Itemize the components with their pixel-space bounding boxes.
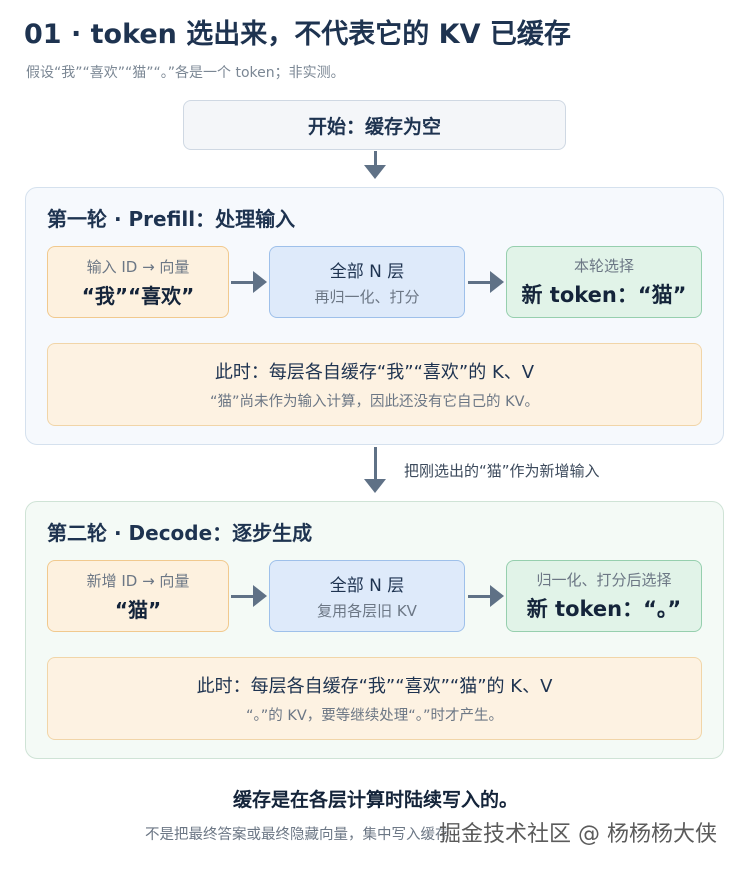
- watermark: 掘金技术社区 @ 杨杨杨大侠: [439, 822, 717, 847]
- round-one-panel: 第一轮 · Prefill：处理输入 输入 ID → 向量 “我”“喜欢” 全部…: [25, 187, 724, 445]
- round-one-input-caption: 输入 ID → 向量: [86, 257, 190, 276]
- round-one-input-tokens: “我”“喜欢”: [81, 283, 195, 308]
- round-two-layers-node: 全部 N 层 复用各层旧 KV: [269, 560, 465, 632]
- round-two-select-node: 归一化、打分后选择 新 token：“。”: [506, 560, 702, 632]
- round-one-layers-title: 全部 N 层: [329, 262, 405, 282]
- round-two-note-line2: “。”的 KV，要等继续处理“。”时才产生。: [245, 708, 504, 724]
- round-one-note-line1: 此时：每层各自缓存“我”“喜欢”的 K、V: [214, 362, 535, 383]
- round-two-cache-note: 此时：每层各自缓存“我”“喜欢”“猫”的 K、V “。”的 KV，要等继续处理“…: [47, 657, 702, 740]
- footer-note: 不是把最终答案或最终隐藏向量，集中写入缓存: [145, 827, 450, 843]
- round-two-title: 第二轮 · Decode：逐步生成: [47, 521, 313, 545]
- round-two-layers-sub: 复用各层旧 KV: [317, 602, 417, 620]
- round-one-select-token: 新 token：“猫”: [521, 283, 687, 307]
- round-two-panel: 第二轮 · Decode：逐步生成 新增 ID → 向量 “猫” 全部 N 层 …: [25, 501, 724, 759]
- round-two-select-caption: 归一化、打分后选择: [536, 571, 672, 589]
- round-one-note-line2: “猫”尚未作为输入计算，因此还没有它自己的 KV。: [209, 394, 540, 410]
- start-node: 开始：缓存为空: [183, 100, 566, 150]
- round-two-input-caption: 新增 ID → 向量: [86, 571, 190, 590]
- round-one-select-caption: 本轮选择: [573, 257, 634, 275]
- round-one-cache-note: 此时：每层各自缓存“我”“喜欢”的 K、V “猫”尚未作为输入计算，因此还没有它…: [47, 343, 702, 426]
- arrow-down-icon: [364, 447, 386, 493]
- footer-conclusion: 缓存是在各层计算时陆续写入的。: [232, 789, 518, 811]
- round-one-select-node: 本轮选择 新 token：“猫”: [506, 246, 702, 318]
- round-two-input-token: “猫”: [114, 597, 162, 622]
- round-two-note-line1: 此时：每层各自缓存“我”“喜欢”“猫”的 K、V: [196, 676, 553, 697]
- arrow-right-icon: [468, 271, 504, 293]
- round-one-input-node: 输入 ID → 向量 “我”“喜欢”: [47, 246, 229, 318]
- arrow-down-icon: [364, 151, 386, 179]
- page-title: 01 · token 选出来，不代表它的 KV 已缓存: [24, 19, 571, 50]
- round-one-title: 第一轮 · Prefill：处理输入: [47, 207, 296, 231]
- round-two-select-token: 新 token：“。”: [526, 597, 682, 621]
- round-one-layers-sub: 再归一化、打分: [314, 288, 420, 306]
- transition-label: 把刚选出的“猫”作为新增输入: [404, 462, 600, 480]
- round-two-layers-title: 全部 N 层: [329, 576, 405, 596]
- arrow-right-icon: [231, 271, 267, 293]
- start-node-label: 开始：缓存为空: [307, 115, 441, 138]
- arrow-right-icon: [231, 585, 267, 607]
- round-two-input-node: 新增 ID → 向量 “猫”: [47, 560, 229, 632]
- page-subtitle: 假设“我”“喜欢”“猫”“。”各是一个 token；非实测。: [26, 65, 345, 81]
- round-one-layers-node: 全部 N 层 再归一化、打分: [269, 246, 465, 318]
- arrow-right-icon: [468, 585, 504, 607]
